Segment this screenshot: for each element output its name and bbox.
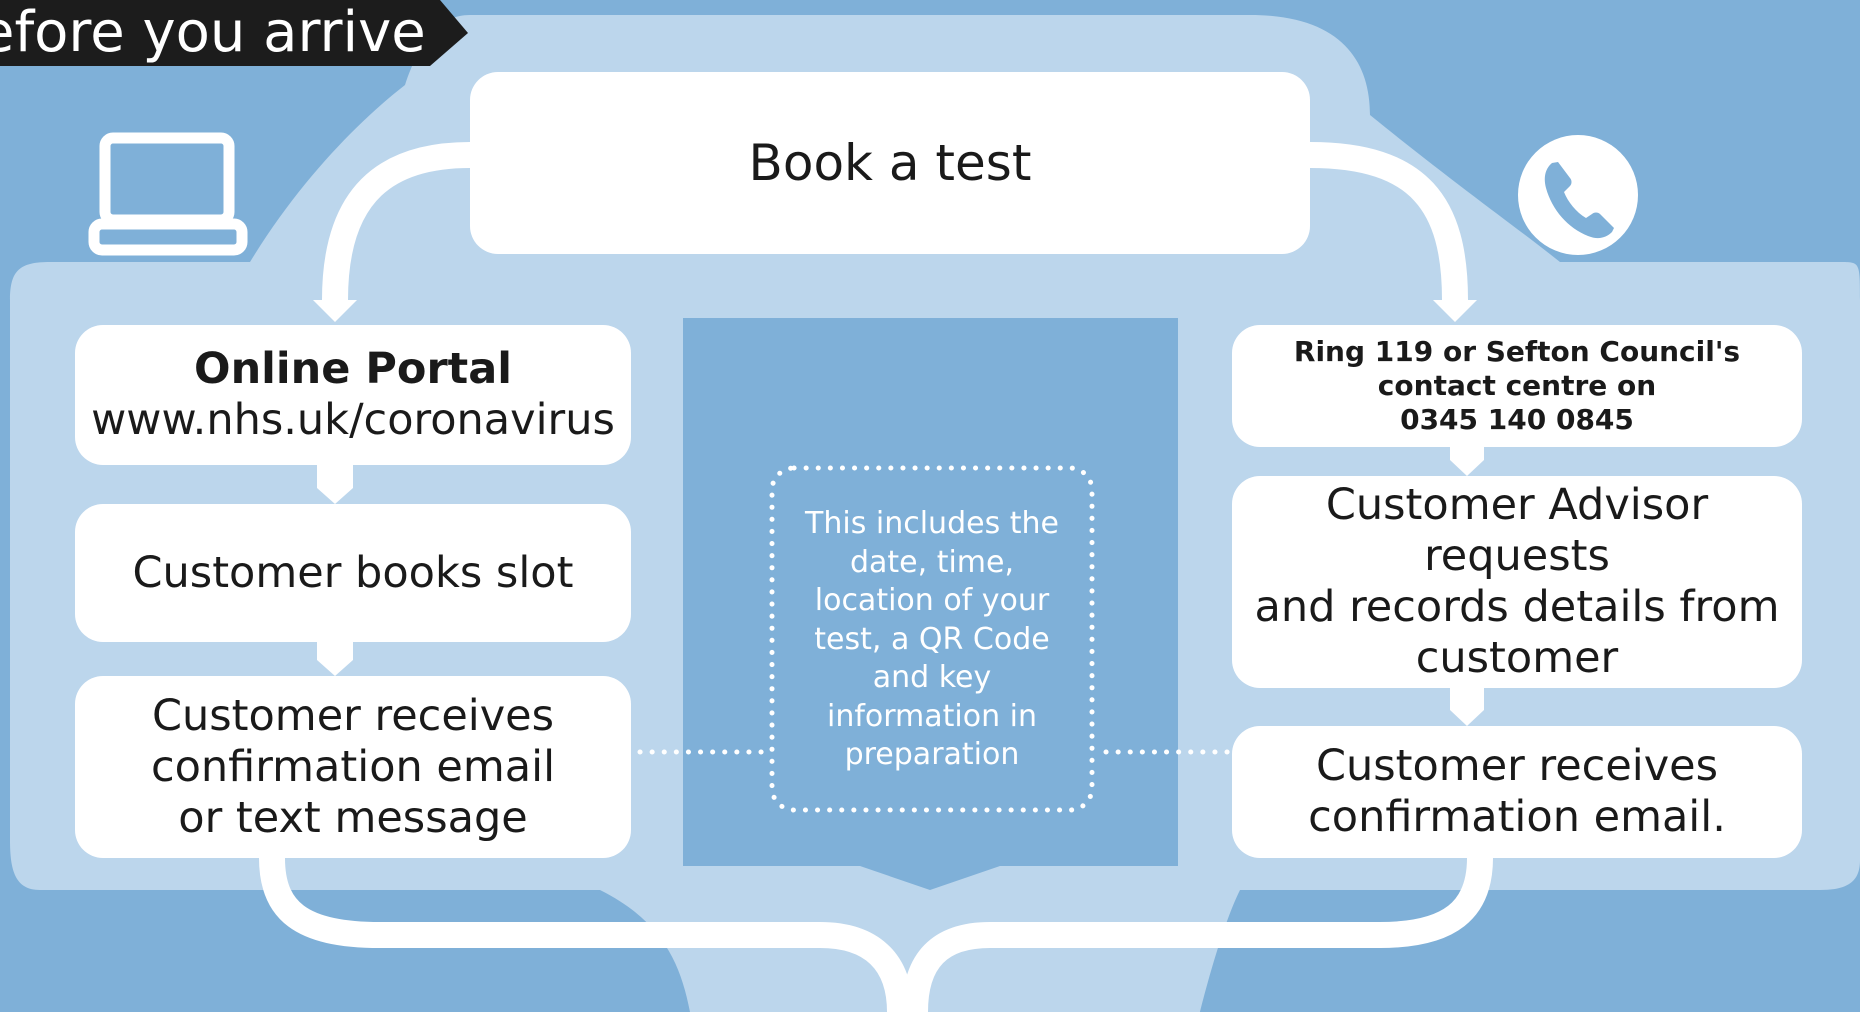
phone-icon	[1518, 135, 1638, 255]
center-panel	[683, 318, 1178, 866]
laptop-icon	[88, 132, 248, 256]
connector-bottom	[259, 857, 1493, 1012]
online-portal-title: Online Portal	[194, 344, 512, 394]
phone-line-1: Ring 119 or Sefton Council's	[1293, 335, 1741, 368]
online-step-confirmation: Customer receives confirmation email or …	[75, 676, 631, 858]
note-line-4: test, a QR Code	[814, 621, 1050, 657]
phone-number: 0345 140 0845	[1400, 403, 1634, 436]
advisor-line-3: customer	[1415, 633, 1619, 683]
arrow-right-2	[1450, 688, 1484, 726]
advisor-line-2: and records details from	[1254, 582, 1780, 632]
note-line-2: date, time,	[849, 544, 1015, 580]
note-line-6: information in	[826, 698, 1038, 734]
note-text: This includes the date, time, location o…	[782, 505, 1082, 775]
online-step-books-slot: Customer books slot	[75, 504, 631, 642]
online-confirm-line-2: confirmation email	[150, 741, 556, 792]
online-confirm-line-1: Customer receives	[151, 690, 555, 741]
arrow-right-top	[1433, 300, 1477, 322]
note-line-5: and key	[872, 660, 992, 695]
online-confirm-line-3: or text message	[178, 792, 528, 843]
arrow-left-top	[313, 300, 357, 322]
arrow-right-1	[1450, 447, 1484, 476]
online-portal-box: Online Portal www.nhs.uk/coronavirus	[75, 325, 631, 465]
advisor-line-1: Customer Advisor requests	[1325, 480, 1709, 581]
arrow-left-1	[317, 462, 353, 504]
note-line-7: preparation	[844, 737, 1020, 772]
book-test-label: Book a test	[748, 134, 1032, 192]
center-notch	[860, 866, 1000, 890]
note-dotted-box	[769, 465, 1095, 813]
book-test-box: Book a test	[470, 72, 1310, 254]
header-label: efore you arrive	[0, 0, 426, 65]
connector-left-top	[322, 142, 471, 301]
phone-line-2: contact centre on	[1377, 369, 1657, 402]
online-portal-url: www.nhs.uk/coronavirus	[91, 395, 615, 445]
note-line-3: location of your	[814, 583, 1050, 618]
phone-step-advisor: Customer Advisor requests and records de…	[1232, 476, 1802, 688]
note-line-1: This includes the	[805, 506, 1059, 541]
phone-step-confirmation: Customer receives confirmation email.	[1232, 726, 1802, 858]
phone-confirm-line-1: Customer receives	[1315, 741, 1719, 791]
header-tag	[0, 0, 468, 66]
books-slot-label: Customer books slot	[132, 547, 574, 598]
phone-contact-box: Ring 119 or Sefton Council's contact cen…	[1232, 325, 1802, 447]
arrow-left-2	[317, 640, 353, 676]
connector-right-top	[1309, 142, 1468, 301]
phone-confirm-line-2: confirmation email.	[1308, 792, 1726, 842]
